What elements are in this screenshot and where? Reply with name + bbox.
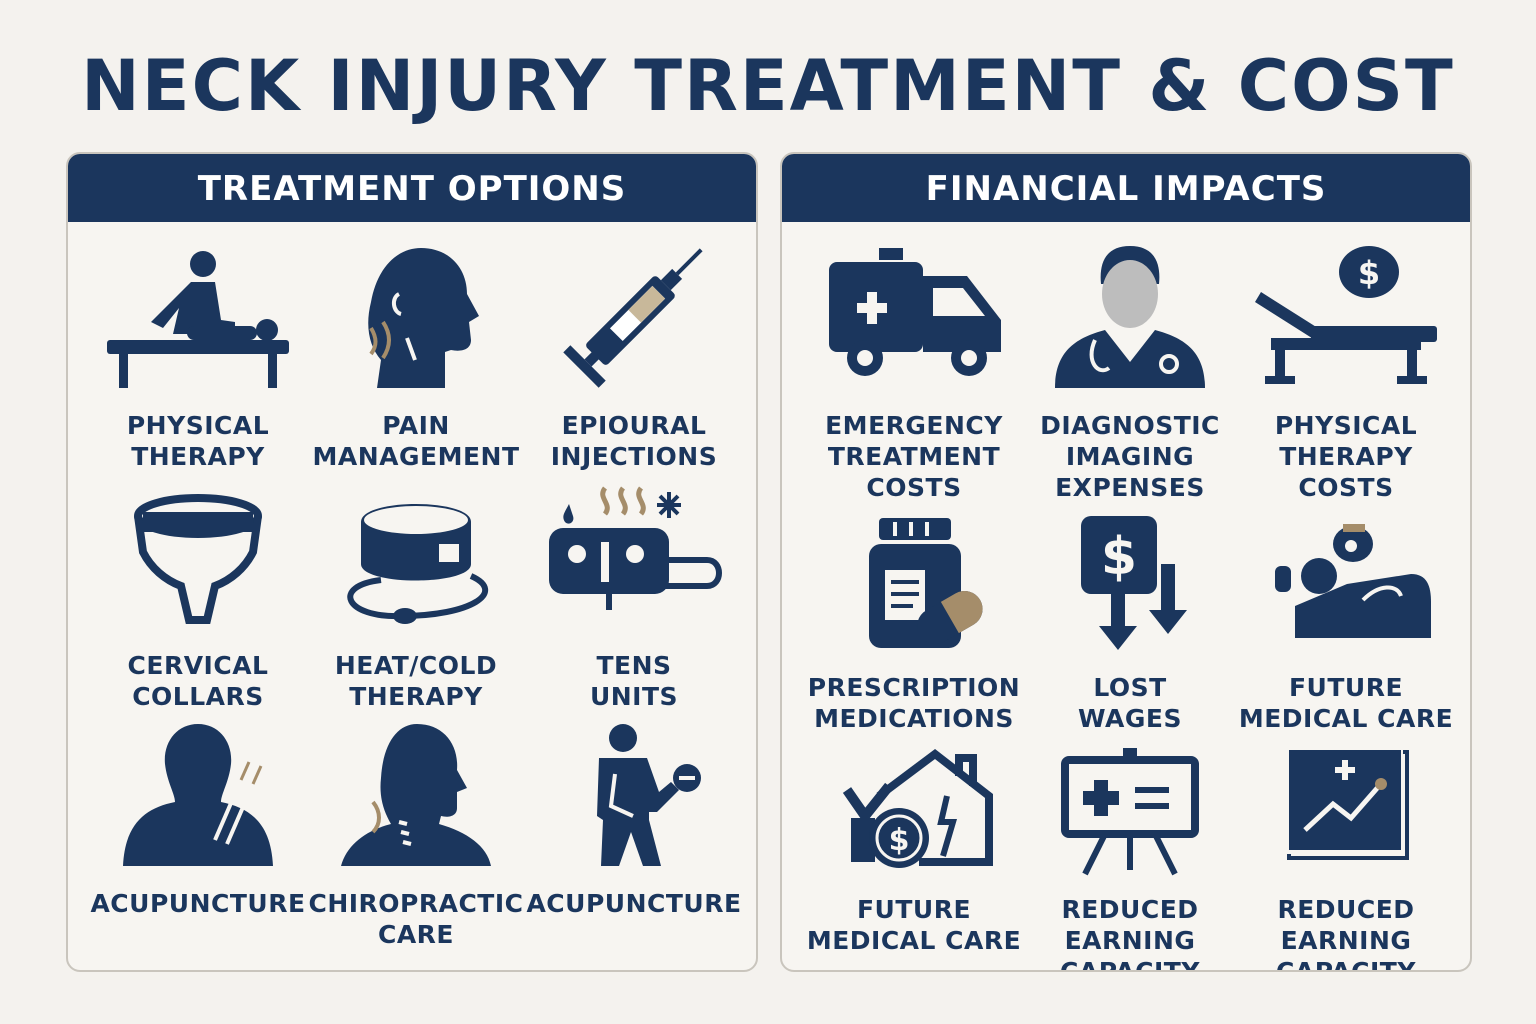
- patient-care-icon: [1275, 524, 1431, 638]
- syringe-icon: [563, 248, 703, 388]
- financial-item-future-medical-care-home: $ FUTURE MEDICAL CARE: [804, 746, 1024, 956]
- treatment-label: EPIOURAL INJECTIONS: [550, 411, 718, 471]
- page-title: NECK INJURY TREATMENT & COST: [81, 45, 1455, 127]
- treatment-item-acupuncture: ACUPUNCTURE: [88, 720, 308, 919]
- financial-impacts-panel: FINANCIAL IMPACTS EMERGENCY TREATMENT CO…: [780, 152, 1472, 972]
- doctor-icon: [1055, 246, 1205, 388]
- financial-item-reduced-earning-capacity-chart: REDUCED EARNING CAPACITY: [1236, 746, 1456, 972]
- svg-text:$: $: [1101, 527, 1137, 587]
- treatment-item-pain-management: PAIN MANAGEMENT: [306, 242, 526, 472]
- treatment-item-cervical-collars: CERVICAL COLLARS: [88, 482, 308, 712]
- medical-board-icon: [1061, 748, 1199, 876]
- financial-label: FUTURE MEDICAL CARE: [806, 895, 1022, 955]
- treatment-label: ACUPUNCTURE: [90, 889, 306, 918]
- financial-item-lost-wages: $ LOST WAGES: [1020, 514, 1240, 734]
- treatment-label: PAIN MANAGEMENT: [312, 411, 520, 471]
- financial-item-emergency-costs: EMERGENCY TREATMENT COSTS: [804, 242, 1024, 503]
- treatment-item-chiropractic-care: CHIROPRACTIC CARE: [306, 720, 526, 950]
- house-dollar-icon: $: [842, 748, 993, 868]
- treatment-item-physical-therapy: PHYSICAL THERAPY: [88, 242, 308, 472]
- financial-label: FUTURE MEDICAL CARE: [1238, 673, 1454, 733]
- head-profile-icon: [368, 248, 479, 388]
- therapy-bed-dollar-icon: $: [1255, 246, 1437, 384]
- financial-label: REDUCED EARNING CAPACITY: [1276, 895, 1416, 972]
- treatment-label: CHIROPRACTIC CARE: [308, 889, 524, 949]
- treatment-item-tens-units: TENS UNITS: [524, 482, 744, 712]
- acupuncture-needles-icon: [123, 724, 273, 866]
- financial-label: LOST WAGES: [1078, 673, 1182, 733]
- growth-chart-icon: [1287, 750, 1409, 860]
- financial-item-diagnostic-imaging: DIAGNOSTIC IMAGING EXPENSES: [1020, 242, 1240, 503]
- treatment-item-acupuncture-exercise: ACUPUNCTURE: [524, 720, 744, 919]
- treatment-label: ACUPUNCTURE: [526, 889, 742, 918]
- treatment-label: TENS UNITS: [589, 651, 679, 711]
- tens-device-icon: [549, 486, 722, 610]
- spine-head-icon: [341, 724, 491, 866]
- dollar-down-arrows-icon: $: [1081, 516, 1187, 650]
- financial-item-physical-therapy-costs: $ PHYSICAL THERAPY COSTS: [1236, 242, 1456, 503]
- financial-label: EMERGENCY TREATMENT COSTS: [825, 411, 1003, 502]
- financial-label: DIAGNOSTIC IMAGING EXPENSES: [1040, 411, 1220, 502]
- financial-item-prescription-medications: PRESCRIPTION MEDICATIONS: [804, 514, 1024, 734]
- treatment-options-heading: TREATMENT OPTIONS: [68, 154, 756, 222]
- heat-wrap-icon: [347, 504, 488, 624]
- cervical-collar-icon: [134, 494, 262, 624]
- financial-label: PRESCRIPTION MEDICATIONS: [807, 673, 1021, 733]
- svg-text:$: $: [889, 823, 910, 858]
- pill-bottle-icon: [869, 518, 983, 648]
- financial-label: REDUCED EARNING CAPACITY: [1060, 895, 1200, 972]
- financial-item-future-medical-care: FUTURE MEDICAL CARE: [1236, 514, 1456, 734]
- treatment-item-heat-cold-therapy: HEAT/COLD THERAPY: [306, 482, 526, 712]
- treatment-label: HEAT/COLD THERAPY: [334, 651, 498, 711]
- treatment-item-epidural-injections: EPIOURAL INJECTIONS: [524, 242, 744, 472]
- ambulance-icon: [829, 248, 1001, 376]
- financial-impacts-heading: FINANCIAL IMPACTS: [782, 154, 1470, 222]
- financial-item-reduced-earning-capacity: REDUCED EARNING CAPACITY: [1020, 746, 1240, 972]
- financial-label: PHYSICAL THERAPY COSTS: [1274, 411, 1418, 502]
- treatment-options-panel: TREATMENT OPTIONS PHYSICAL THERAPY PAIN …: [66, 152, 758, 972]
- exercise-person-icon: [597, 724, 701, 866]
- treatment-label: CERVICAL COLLARS: [127, 651, 269, 711]
- treatment-label: PHYSICAL THERAPY: [126, 411, 270, 471]
- massage-table-icon: [107, 251, 289, 388]
- svg-text:$: $: [1358, 254, 1380, 292]
